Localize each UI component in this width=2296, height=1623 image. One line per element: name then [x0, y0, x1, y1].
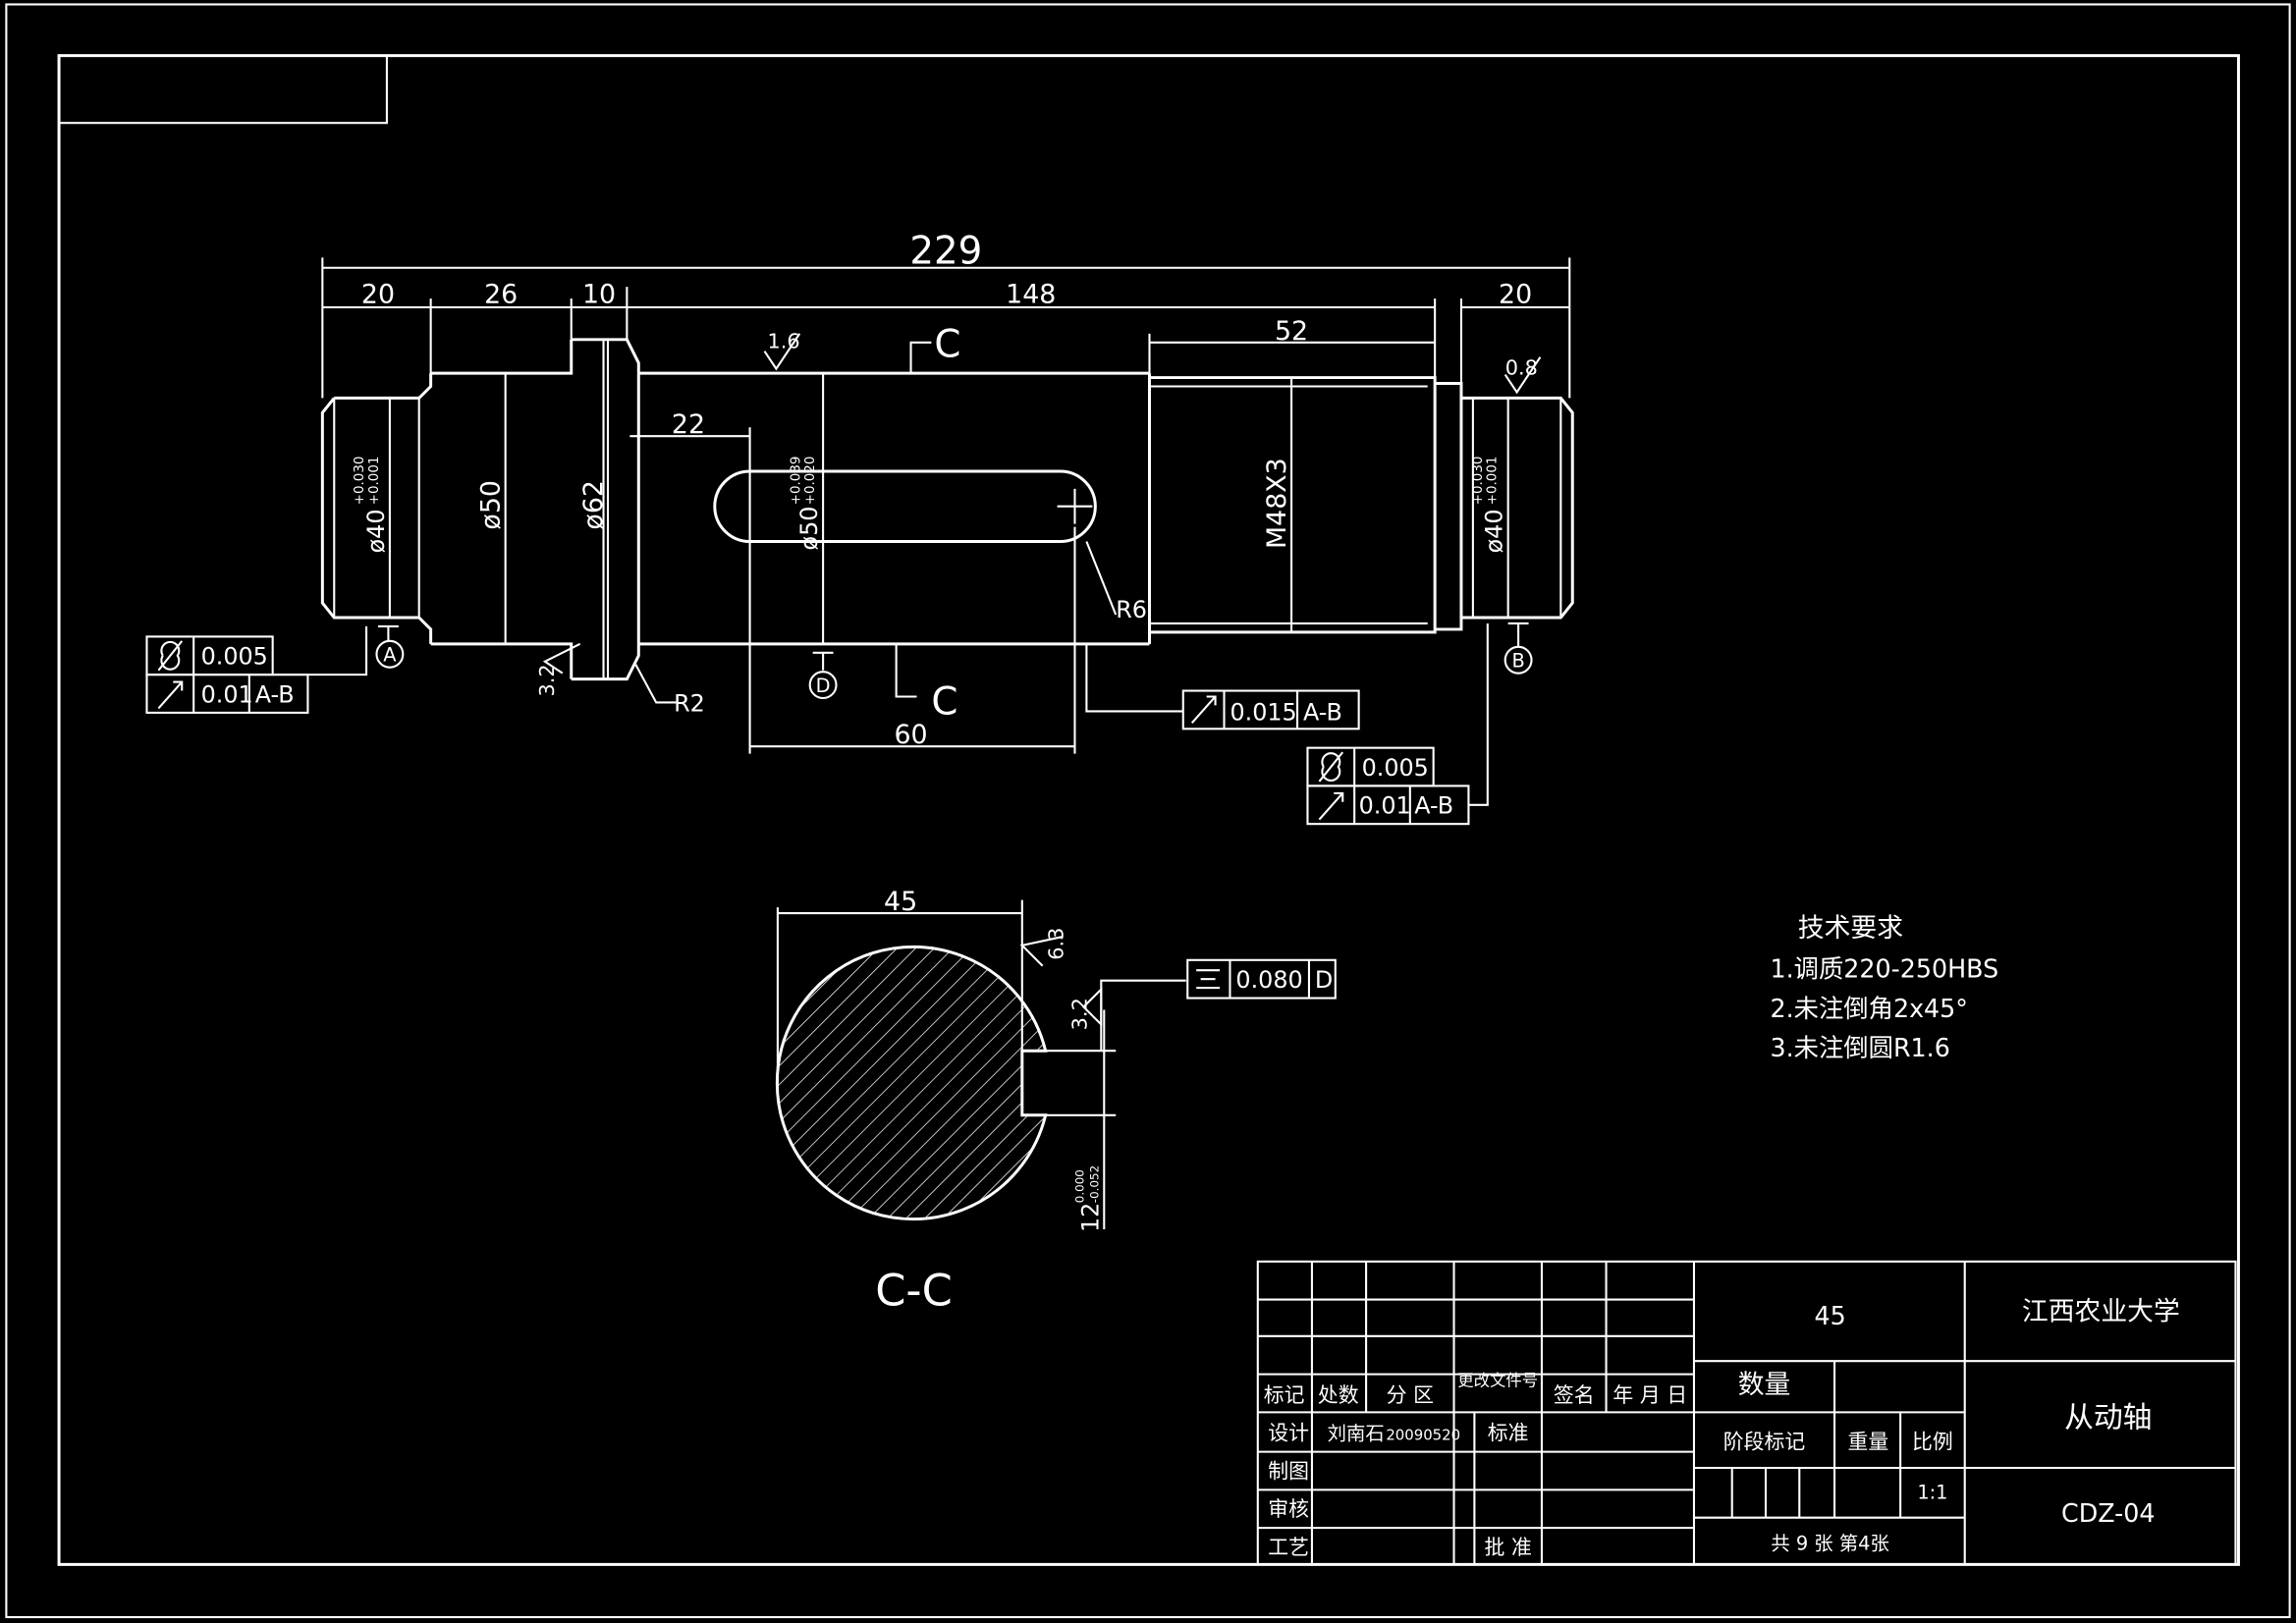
dim-d50-key: ø50 [795, 507, 823, 551]
tech-req-item-3: 3.未注倒圆R1.6 [1770, 1033, 1949, 1062]
tol-right-row1: 0.005 [1362, 754, 1429, 782]
dim-d40-left-tol-up: +0.030 [353, 457, 367, 506]
datum-a [375, 624, 405, 669]
tol-section: 0.080 [1235, 966, 1302, 994]
tb-weight-label: 重量 [1847, 1431, 1888, 1454]
tb-header-date: 年 月 日 [1613, 1383, 1687, 1407]
finish-collar: 3.2 [535, 664, 559, 696]
tech-req-title: 技术要求 [1798, 913, 1903, 944]
dim-d62: ø62 [578, 480, 609, 530]
tol-frame-middle [1085, 643, 1360, 730]
tb-check-label: 审核 [1268, 1497, 1309, 1521]
tech-req-item-2: 2.未注倒角2x45° [1770, 994, 1967, 1023]
tb-scale-value: 1:1 [1917, 1481, 1947, 1503]
corner-box [58, 54, 388, 125]
dim-d50: ø50 [476, 480, 507, 530]
outer-border [5, 3, 2291, 1619]
dim-d40-right: ø40 [1481, 510, 1508, 554]
tb-header-doc: 更改文件号 [1457, 1372, 1538, 1390]
dim-seg3: 10 [582, 280, 616, 310]
tech-req-item-1: 1.调质220-250HBS [1770, 954, 1998, 984]
tb-header-count: 处数 [1318, 1383, 1359, 1407]
tb-design-label: 设计 [1268, 1422, 1309, 1445]
datum-b [1503, 622, 1533, 675]
tb-process-label: 工艺 [1268, 1536, 1309, 1559]
dim-end-len: 20 [1499, 280, 1532, 310]
shaft-main-view [320, 338, 1574, 681]
dim-thread-len: 52 [1275, 316, 1308, 347]
cut-mark-bottom: C [931, 679, 957, 724]
dim-section-width: 45 [884, 887, 917, 917]
title-block [1256, 1260, 2237, 1566]
finish-section-side: 3.2 [1067, 998, 1091, 1030]
tb-header-zone: 分 区 [1387, 1383, 1434, 1407]
tb-header-mark: 标记 [1264, 1383, 1305, 1407]
tol-section-ref: D [1315, 966, 1333, 994]
tb-standard-label: 标准 [1488, 1422, 1529, 1445]
tol-left-row2-ref: A-B [255, 680, 295, 708]
tb-draw-label: 制图 [1268, 1459, 1309, 1483]
dim-radius-fillet: R2 [674, 689, 705, 717]
dim-seg1: 20 [361, 280, 395, 310]
tol-frame-left [145, 625, 368, 714]
tb-design-date: 20090520 [1386, 1427, 1460, 1444]
tb-drawing-no: CDZ-04 [2061, 1498, 2155, 1528]
finish-section-top: 6.3 [1045, 928, 1068, 960]
tb-header-sign: 签名 [1554, 1383, 1595, 1407]
dim-radius-key: R6 [1116, 596, 1147, 623]
finish-body: 1.6 [767, 330, 799, 353]
dim-key-len: 60 [894, 720, 927, 750]
dim-d50-tol-low: +0.020 [803, 457, 818, 506]
tol-frame-right [1306, 622, 1489, 826]
dim-key-width-up: 0.000 [1072, 1169, 1086, 1203]
tb-scale-label: 比例 [1912, 1431, 1953, 1454]
dim-seg2: 26 [484, 280, 518, 310]
tol-frame-section [1186, 958, 1337, 1000]
diameter-dimensions [388, 339, 1509, 679]
dim-overall: 229 [909, 229, 982, 273]
dim-d40-right-tol-up: +0.030 [1471, 457, 1486, 506]
tb-part-name: 从动轴 [2064, 1400, 2152, 1434]
dim-d40-left: ø40 [362, 510, 390, 554]
cut-mark-top: C [934, 323, 960, 367]
dim-thread: M48X3 [1262, 458, 1292, 549]
dim-main: 148 [1006, 280, 1056, 310]
datum-d-label: D [816, 675, 831, 697]
tb-school: 江西农业大学 [2022, 1296, 2180, 1326]
tol-left-row2: 0.01 [201, 680, 253, 708]
tol-middle: 0.015 [1230, 698, 1296, 726]
tb-stage-label: 阶段标记 [1723, 1431, 1806, 1454]
tb-designer: 刘南石 [1328, 1423, 1385, 1445]
section-view [775, 899, 1186, 1230]
tol-right-row2: 0.01 [1359, 792, 1411, 820]
dim-d40-left-tol-low: +0.001 [367, 457, 382, 506]
datum-d [808, 651, 838, 700]
finish-end: 0.8 [1505, 356, 1538, 380]
dim-key-offset: 22 [672, 409, 705, 440]
datum-b-label: B [1511, 650, 1524, 673]
tb-quantity-label: 数量 [1738, 1370, 1791, 1400]
tol-left-row1: 0.005 [201, 643, 268, 671]
datum-a-label: A [383, 644, 397, 667]
inner-border [57, 54, 2240, 1566]
dim-key-width-low: -0.052 [1087, 1165, 1101, 1203]
top-dimensions [321, 257, 1571, 754]
tb-material: 45 [1814, 1301, 1845, 1330]
tb-approve-label: 批 准 [1484, 1536, 1531, 1559]
dim-key-width: 12 [1076, 1203, 1104, 1232]
tol-right-row2-ref: A-B [1414, 792, 1453, 820]
dim-d50-tol-up: +0.039 [789, 457, 803, 506]
section-title: C-C [875, 1265, 953, 1317]
dim-d40-right-tol-low: +0.001 [1486, 457, 1501, 506]
tol-middle-ref: A-B [1303, 698, 1342, 726]
tb-sheet-info: 共 9 张 第4张 [1771, 1532, 1889, 1554]
